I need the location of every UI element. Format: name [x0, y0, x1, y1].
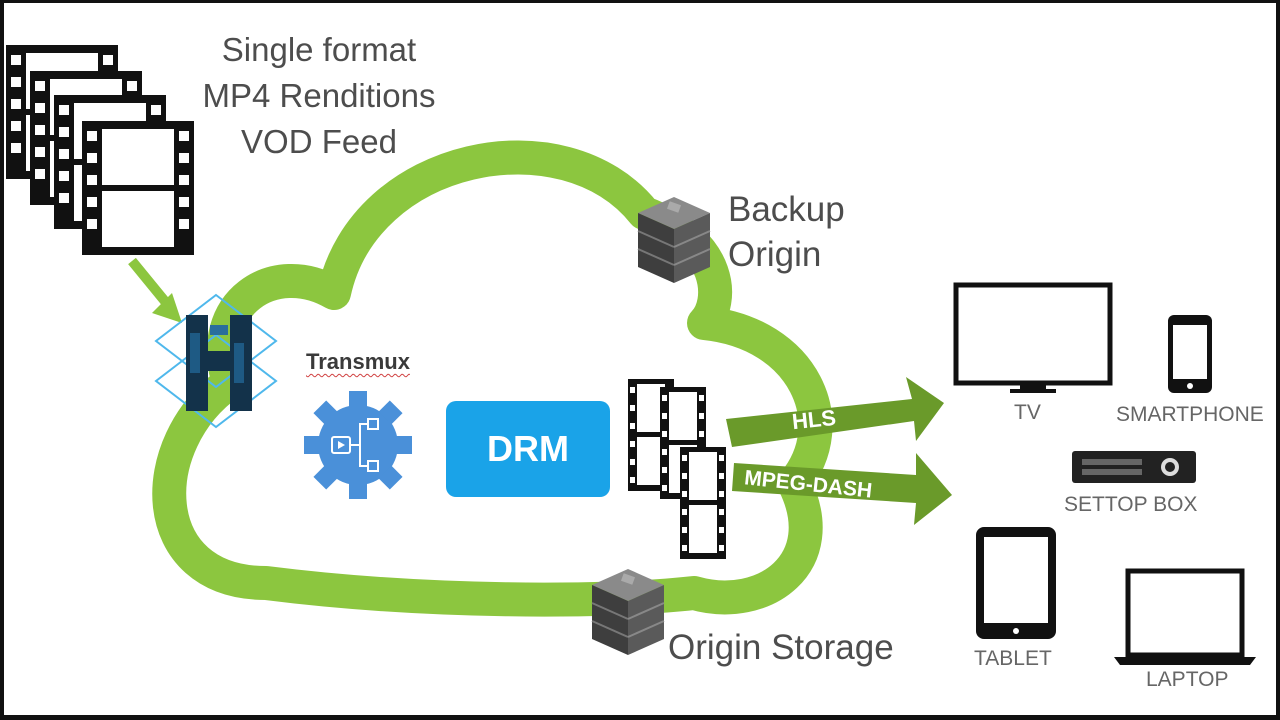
backup-origin-line-2: Origin	[728, 235, 822, 274]
feed-title: Single format MP4 Renditions VOD Feed	[188, 27, 450, 165]
feed-line-2: MP4 Renditions	[202, 77, 436, 114]
feed-line-1: Single format	[221, 31, 417, 68]
smartphone-label: SMARTPHONE	[1116, 403, 1264, 426]
smartphone-icon	[1168, 315, 1212, 393]
gear-icon	[304, 391, 412, 499]
feed-line-3: VOD Feed	[241, 123, 397, 160]
dash-arrow	[732, 453, 952, 525]
hls-label: HLS	[790, 404, 838, 435]
laptop-icon	[1114, 568, 1256, 665]
settop-box-label: SETTOP BOX	[1064, 493, 1198, 516]
tablet-icon	[976, 527, 1056, 639]
diagram-graphics	[6, 45, 1256, 665]
transmux-label: Transmux	[306, 349, 410, 374]
laptop-label: LAPTOP	[1146, 668, 1229, 691]
cube-icon	[154, 293, 278, 429]
backup-origin-label: Backup Origin	[728, 187, 845, 277]
server-icon	[591, 568, 665, 656]
origin-storage-label: Origin Storage	[668, 628, 894, 667]
tv-icon	[953, 282, 1113, 393]
film-strip-icon	[6, 45, 194, 255]
server-icon	[637, 196, 711, 284]
drm-box: DRM	[446, 401, 610, 497]
hls-arrow	[726, 377, 944, 447]
input-arrow	[128, 257, 182, 323]
backup-origin-line-1: Backup	[728, 190, 845, 229]
settop-box-icon	[1072, 451, 1196, 483]
drm-label: DRM	[487, 428, 569, 469]
diagram-canvas: Single format MP4 Renditions VOD Feed Ba…	[4, 3, 1276, 715]
output-film-icon	[628, 379, 726, 559]
tablet-label: TABLET	[974, 647, 1052, 670]
tv-label: TV	[1014, 401, 1041, 424]
